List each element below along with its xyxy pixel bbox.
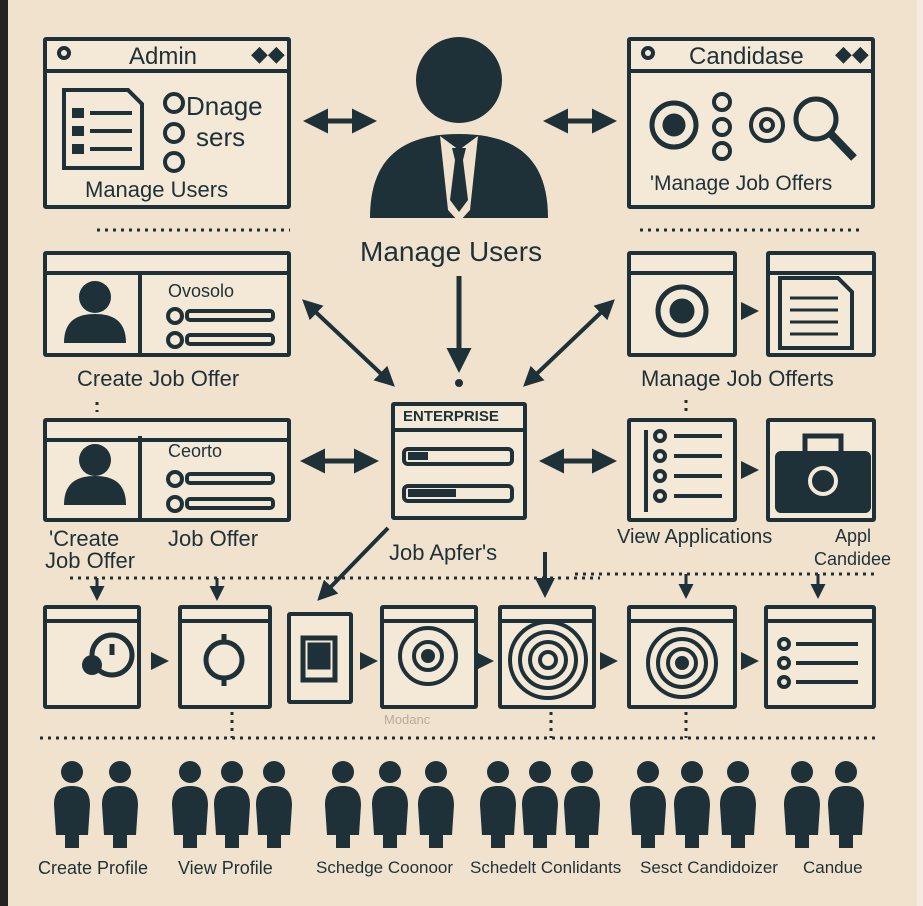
target-icon: [646, 627, 718, 699]
magnifier-icon: [793, 96, 857, 161]
bottom-label-candue: Candue: [803, 858, 863, 877]
bottom-label-schedule-1: Schedge Coonoor: [316, 858, 454, 877]
list-icon: [777, 637, 858, 689]
window-dot-icon: [57, 46, 71, 60]
document-icon: [778, 276, 854, 350]
dashed-connector: [40, 228, 880, 740]
admin-list-line-2: sers: [196, 122, 246, 152]
window-title-bar: [768, 609, 872, 623]
document-icon: [62, 88, 144, 170]
badge-icon: [398, 626, 458, 686]
view-applications-caption: View Applications: [617, 526, 773, 548]
gear-icon: [749, 107, 785, 143]
candidate-title: Candidase: [689, 43, 804, 70]
user-profile-icon: [64, 273, 142, 355]
window-dot-icon: [641, 46, 655, 60]
person-icon: [480, 761, 516, 848]
enterprise-title: ENTERPRISE: [403, 408, 499, 425]
form-lines-icon: [166, 470, 275, 513]
candidee-caption: Candidee: [814, 549, 892, 569]
create-caption-a: 'Create: [49, 526, 120, 551]
radio-list-icon: [163, 92, 185, 173]
person-icon: [54, 761, 90, 848]
people-group: [54, 761, 864, 848]
dashed-arrow-icon: [89, 574, 826, 601]
window-dots-icon: ◆◆: [835, 41, 869, 66]
window-title-bar: [47, 609, 137, 623]
person-icon: [214, 761, 250, 848]
person-icon: [372, 761, 408, 848]
window-title-bar: [47, 255, 287, 275]
candidate-caption: 'Manage Job Offers: [650, 172, 833, 195]
window-dots-icon: ◆◆: [251, 41, 285, 66]
person-icon: [828, 761, 864, 848]
candidate-title-bar: Candidase ◆◆: [631, 41, 871, 73]
center-title: Manage Users: [360, 236, 543, 267]
arrow-icon: [317, 526, 555, 601]
gear-icon: [649, 100, 699, 150]
person-icon: [102, 761, 138, 848]
watch-icon: [203, 634, 245, 686]
create-job-offer-caption-1: Create Job Offer: [77, 366, 240, 391]
admin-list-line-1: Dnage: [186, 91, 263, 121]
arrow-icon: [741, 302, 759, 320]
admin-title: Admin: [129, 43, 198, 70]
arrow-icon: [476, 652, 494, 670]
window-title-bar: [770, 255, 872, 275]
list-icon: [644, 429, 722, 512]
connector-dot: [455, 379, 463, 387]
form-lines-icon: [402, 447, 514, 503]
arrow-icon: [360, 652, 378, 670]
job-offers-label: Job Apfer's: [389, 540, 498, 565]
user-profile-icon: [64, 436, 142, 522]
step-window-6: [627, 605, 737, 709]
step-window-2: [178, 605, 272, 709]
ceorto-label: Ceorto: [168, 441, 223, 461]
person-icon: [172, 761, 208, 848]
arrow-icon: [302, 276, 615, 387]
bottom-label-schedule-2: Schedelt Conlidants: [470, 858, 622, 877]
bottom-label-create-profile: Create Profile: [38, 858, 149, 878]
bottom-label-view-profile: View Profile: [178, 858, 273, 878]
admin-title-bar: Admin ◆◆: [47, 41, 287, 73]
bottom-label-select: Sesct Candidoizer: [640, 858, 778, 877]
arrow-icon: [741, 652, 759, 670]
photo-frame-icon: [300, 635, 338, 683]
person-icon: [370, 37, 548, 222]
target-icon: [508, 620, 588, 700]
person-icon: [256, 761, 292, 848]
person-icon: [630, 761, 666, 848]
person-icon: [418, 761, 454, 848]
form-lines-icon: [166, 307, 275, 349]
appl-caption: Appl: [835, 526, 872, 546]
arrow-icon: [741, 461, 759, 479]
window-title-bar: [631, 609, 733, 623]
clock-user-icon: [82, 632, 135, 678]
window-title-bar: [47, 422, 287, 442]
window-title-bar: [182, 609, 268, 623]
window-title-bar: [384, 609, 474, 623]
create-caption-b: Job Offer: [45, 548, 136, 573]
person-icon: [325, 761, 361, 848]
enterprise-title-bar: ENTERPRISE: [395, 406, 523, 432]
window-title-bar: [631, 255, 733, 275]
person-icon: [784, 761, 820, 848]
admin-caption: Manage Users: [85, 177, 229, 202]
radio-list-icon: [712, 92, 732, 161]
modanc-caption: Modanc: [384, 712, 431, 727]
person-icon: [720, 761, 756, 848]
arrow-icon: [151, 652, 169, 670]
briefcase-icon: [775, 433, 871, 513]
person-icon: [674, 761, 710, 848]
person-icon: [564, 761, 600, 848]
arrow-icon: [600, 652, 618, 670]
create-caption-c: Job Offer: [168, 526, 259, 551]
ovosolo-label: Ovosolo: [168, 281, 235, 301]
manage-job-offers-caption: Manage Job Offerts: [641, 366, 834, 391]
gear-icon: [655, 284, 709, 338]
person-icon: [522, 761, 558, 848]
